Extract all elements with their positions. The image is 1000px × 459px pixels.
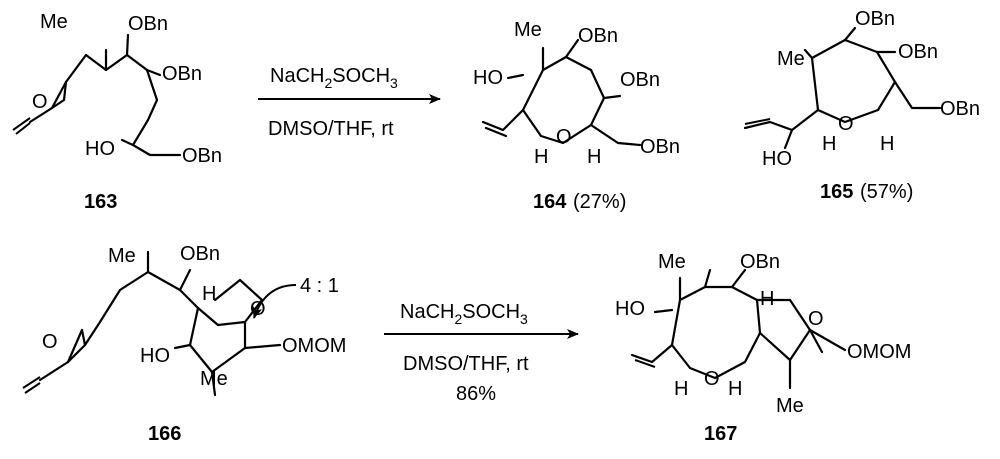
ho-167: HO bbox=[615, 298, 645, 320]
label-164: 164 bbox=[533, 191, 567, 213]
obn2-165: OBn bbox=[898, 41, 938, 63]
obn1-164: OBn bbox=[578, 25, 618, 47]
label-167: 167 bbox=[704, 423, 737, 445]
compound-165: Me OBn OBn OBn HO O H H 165 (57%) bbox=[743, 8, 980, 203]
h1-164: H bbox=[534, 146, 548, 168]
obn-167: OBn bbox=[740, 251, 780, 273]
yield-164: (27%) bbox=[573, 191, 626, 213]
me1-166: Me bbox=[108, 245, 136, 267]
ring-o-165: O bbox=[838, 113, 854, 135]
arrow-1: NaCH2SOCH3 DMSO/THF, rt bbox=[258, 65, 441, 140]
ho-165: HO bbox=[762, 148, 792, 170]
label-165: 165 bbox=[820, 181, 853, 203]
yield-165: (57%) bbox=[860, 181, 913, 203]
omom-166: OMOM bbox=[282, 335, 346, 357]
compound-163: Me OBn OBn OBn O HO 163 bbox=[12, 11, 222, 213]
h2-167: H bbox=[674, 378, 688, 400]
h-166: H bbox=[202, 283, 216, 305]
label-166: 166 bbox=[148, 423, 181, 445]
obn2-163: OBn bbox=[162, 63, 202, 85]
yield-167: 86% bbox=[456, 383, 496, 405]
ring-o-164: O bbox=[556, 126, 572, 148]
me-165: Me bbox=[777, 48, 805, 70]
obn3-163: OBn bbox=[182, 145, 222, 167]
ring-o1-167: O bbox=[704, 368, 720, 390]
h3-167: H bbox=[728, 378, 742, 400]
conditions-1: DMSO/THF, rt bbox=[268, 118, 394, 140]
me-163: Me bbox=[40, 11, 68, 33]
h2-165: H bbox=[880, 133, 894, 155]
me1-167: Me bbox=[658, 251, 686, 273]
compound-167: Me Me OBn H H H HO O O OMOM 167 bbox=[615, 251, 911, 445]
obn1-163: OBn bbox=[128, 13, 168, 35]
arrow-2: NaCH2SOCH3 DMSO/THF, rt 86% bbox=[384, 301, 579, 405]
compound-166: Me Me OBn H O O OMOM HO 4 : 1 166 bbox=[22, 243, 346, 445]
ratio-166: 4 : 1 bbox=[300, 275, 339, 297]
epoxide-o-163: O bbox=[32, 91, 48, 113]
me2-166: Me bbox=[200, 368, 228, 390]
h1-165: H bbox=[822, 133, 836, 155]
ring-o-166: O bbox=[250, 298, 266, 320]
h1-167: H bbox=[760, 288, 774, 310]
ring-o2-167: O bbox=[808, 308, 824, 330]
compound-164: Me OBn OBn OBn HO O H H 164 (27%) bbox=[473, 19, 680, 213]
ho-164: HO bbox=[473, 67, 503, 89]
me2-167: Me bbox=[776, 395, 804, 417]
reagent-2: NaCH2SOCH3 bbox=[400, 301, 528, 327]
obn1-165: OBn bbox=[855, 8, 895, 30]
reagent-1: NaCH2SOCH3 bbox=[270, 65, 398, 91]
ho-163: HO bbox=[85, 138, 115, 160]
omom-167: OMOM bbox=[847, 341, 911, 363]
obn2-164: OBn bbox=[620, 69, 660, 91]
obn3-164: OBn bbox=[640, 136, 680, 158]
obn-166: OBn bbox=[180, 243, 220, 265]
ho-166: HO bbox=[140, 345, 170, 367]
conditions-2: DMSO/THF, rt bbox=[403, 353, 529, 375]
obn3-165: OBn bbox=[940, 98, 980, 120]
me-164: Me bbox=[514, 19, 542, 41]
label-163: 163 bbox=[84, 191, 117, 213]
h2-164: H bbox=[587, 146, 601, 168]
epoxide-o-166: O bbox=[42, 331, 58, 353]
